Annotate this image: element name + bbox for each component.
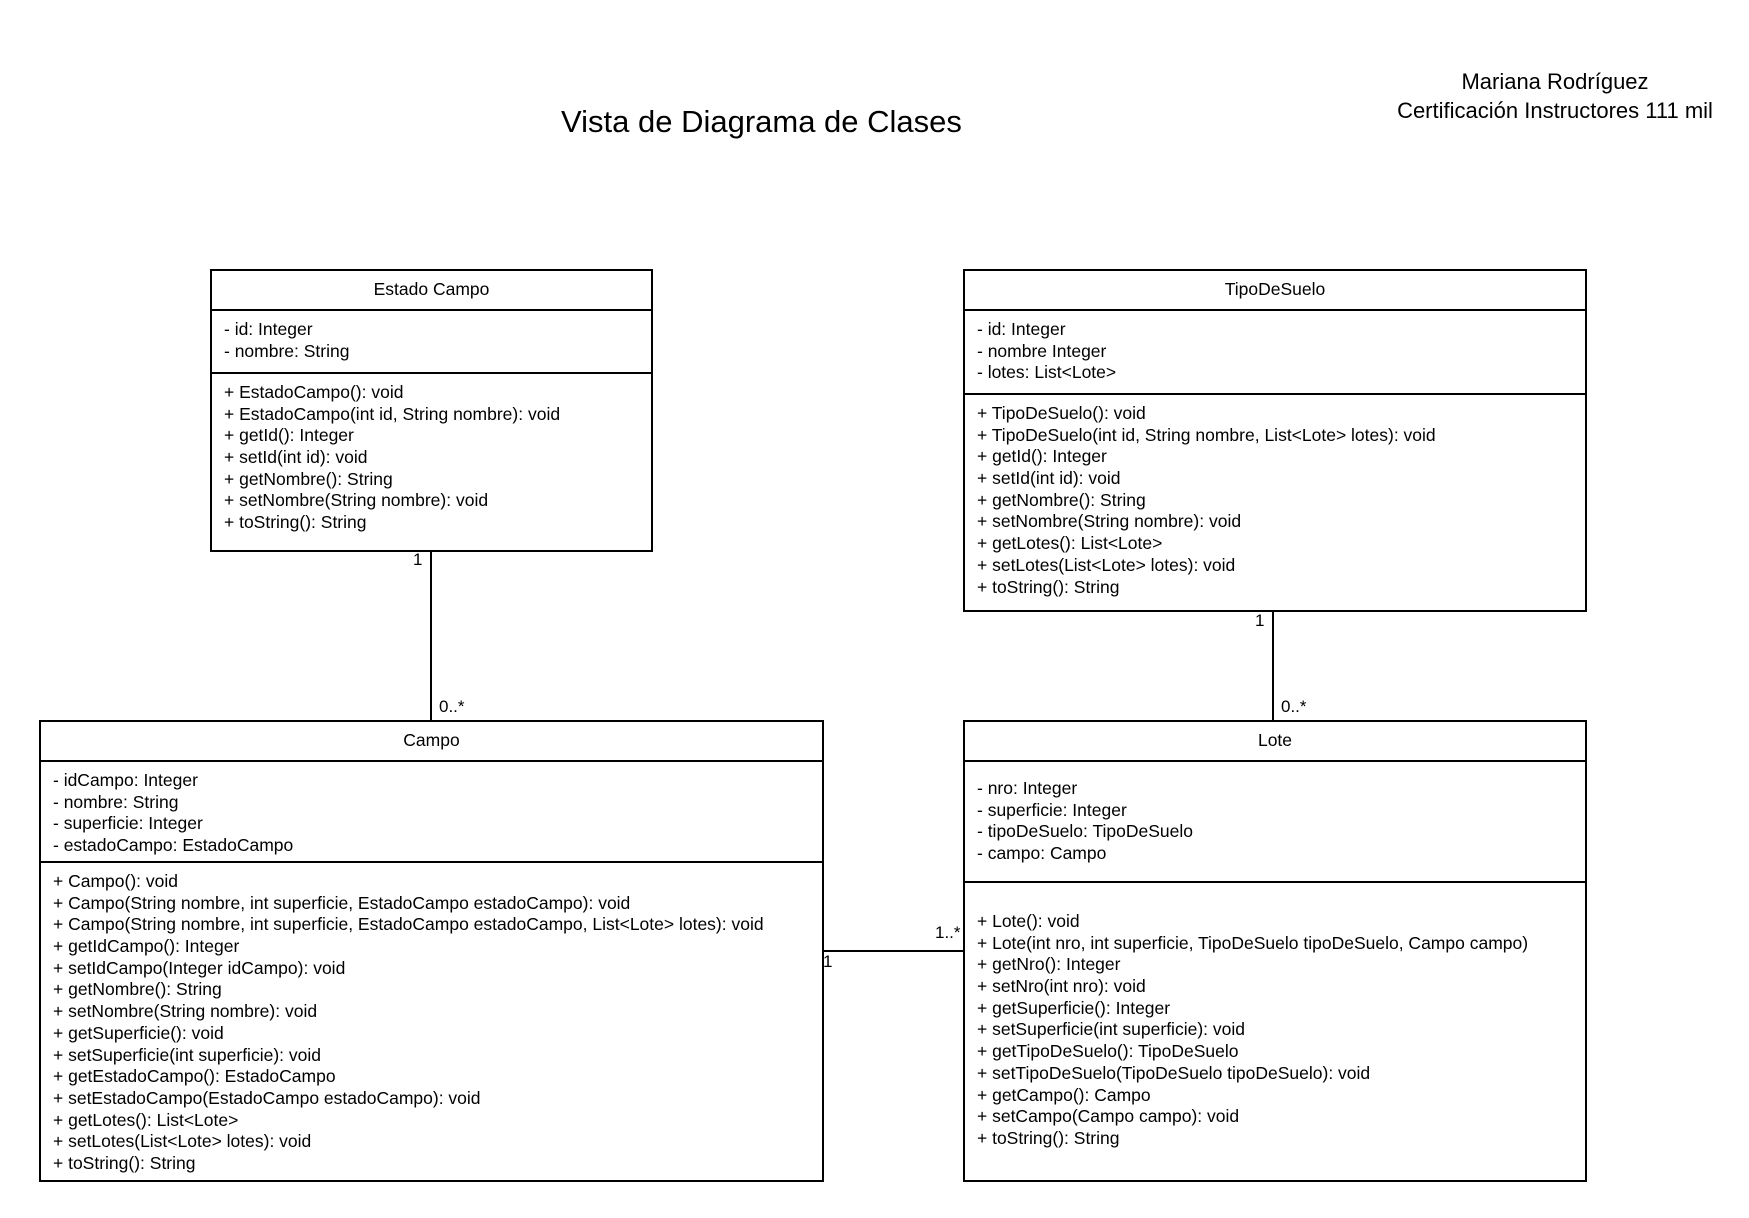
multiplicity-estado-campo-target: 0..* [439, 697, 465, 716]
method: + setNombre(String nombre): void [977, 511, 1242, 532]
diagram-title: Vista de Diagrama de Clases [561, 104, 962, 139]
class-name: TipoDeSuelo [965, 271, 1585, 311]
class-lote[interactable]: Lote - nro: Integer - superficie: Intege… [963, 720, 1587, 1182]
multiplicity-lote-target: 1..* [935, 923, 961, 942]
method: + getNro(): Integer [977, 954, 1121, 975]
method: + TipoDeSuelo(int id, String nombre, Lis… [977, 424, 1436, 445]
method: + setSuperficie(int superficie): void [53, 1044, 321, 1065]
class-campo[interactable]: Campo - idCampo: Integer - nombre: Strin… [39, 720, 824, 1182]
method: + setId(int id): void [224, 447, 368, 468]
attribute: - id: Integer [224, 319, 313, 339]
method: + Lote(int nro, int superficie, TipoDeSu… [977, 932, 1529, 953]
attribute: - nombre: String [224, 340, 350, 361]
method: + getLotes(): List<Lote> [977, 533, 1163, 554]
class-name: Estado Campo [212, 271, 651, 311]
method: + getNombre(): String [224, 468, 393, 489]
multiplicity-estado-campo-source: 1 [413, 550, 423, 569]
attribute: - nro: Integer [977, 778, 1078, 798]
attribute: - estadoCampo: EstadoCampo [53, 835, 294, 856]
method: + setSuperficie(int superficie): void [977, 1019, 1245, 1040]
attribute: - lotes: List<Lote> [977, 362, 1117, 383]
method: + getLotes(): List<Lote> [53, 1109, 239, 1130]
method: + getId(): Integer [224, 425, 354, 446]
method: + toString(): String [977, 1127, 1120, 1148]
method: + setCampo(Campo campo): void [977, 1106, 1240, 1127]
attribute: - campo: Campo [977, 843, 1107, 864]
class-name: Campo [41, 722, 822, 762]
method: + Campo(String nombre, int superficie, E… [53, 892, 631, 913]
method: + setLotes(List<Lote> lotes): void [53, 1131, 312, 1152]
method: + setLotes(List<Lote> lotes): void [977, 554, 1236, 575]
method: + EstadoCampo(int id, String nombre): vo… [224, 403, 561, 424]
attributes-section: - idCampo: Integer - nombre: String - su… [41, 762, 822, 863]
attribute: - id: Integer [977, 319, 1066, 339]
methods-section: + Campo(): void + Campo(String nombre, i… [41, 863, 822, 1175]
author-name: Mariana Rodríguez [1461, 69, 1649, 94]
attribute: - idCampo: Integer [53, 770, 198, 790]
method: + setNombre(String nombre): void [53, 1001, 318, 1022]
method: + getCampo(): Campo [977, 1084, 1151, 1105]
attribute: - nombre Integer [977, 340, 1107, 361]
author-block: Mariana Rodríguez Certificación Instruct… [1380, 67, 1730, 125]
method: + getIdCampo(): Integer [53, 936, 240, 957]
method: + setEstadoCampo(EstadoCampo estadoCampo… [53, 1087, 481, 1108]
attribute: - superficie: Integer [53, 813, 203, 834]
method: + setIdCampo(Integer idCampo): void [53, 957, 346, 978]
attributes-section: - id: Integer - nombre Integer - lotes: … [965, 311, 1585, 395]
method: + toString(): String [53, 1152, 196, 1173]
methods-section: + Lote(): void + Lote(int nro, int super… [965, 883, 1585, 1150]
method: + EstadoCampo(): void [224, 382, 404, 402]
method: + Campo(String nombre, int superficie, E… [53, 914, 764, 935]
attributes-section: - nro: Integer - superficie: Integer - t… [965, 762, 1585, 883]
method: + getNombre(): String [53, 979, 222, 1000]
multiplicity-tipo-de-suelo-target: 0..* [1281, 697, 1307, 716]
method: + toString(): String [224, 512, 367, 533]
method: + getSuperficie(): Integer [977, 997, 1171, 1018]
attribute: - tipoDeSuelo: TipoDeSuelo [977, 821, 1193, 842]
method: + setNombre(String nombre): void [224, 490, 489, 511]
author-course: Certificación Instructores 111 mil [1397, 98, 1713, 123]
class-name: Lote [965, 722, 1585, 762]
class-tipo-de-suelo[interactable]: TipoDeSuelo - id: Integer - nombre Integ… [963, 269, 1587, 612]
method: + setId(int id): void [977, 468, 1121, 489]
methods-section: + EstadoCampo(): void + EstadoCampo(int … [212, 374, 651, 534]
method: + getTipoDeSuelo(): TipoDeSuelo [977, 1041, 1239, 1062]
method: + getId(): Integer [977, 446, 1107, 467]
method: + getSuperficie(): void [53, 1022, 224, 1043]
method: + TipoDeSuelo(): void [977, 403, 1146, 423]
method: + getEstadoCampo(): EstadoCampo [53, 1066, 336, 1087]
method: + setTipoDeSuelo(TipoDeSuelo tipoDeSuelo… [977, 1062, 1371, 1083]
class-estado-campo[interactable]: Estado Campo - id: Integer - nombre: Str… [210, 269, 653, 552]
attribute: - superficie: Integer [977, 799, 1127, 820]
method: + Lote(): void [977, 911, 1080, 931]
multiplicity-tipo-de-suelo-source: 1 [1255, 611, 1265, 630]
method: + getNombre(): String [977, 489, 1146, 510]
multiplicity-campo-source: 1 [823, 952, 833, 971]
method: + Campo(): void [53, 871, 178, 891]
methods-section: + TipoDeSuelo(): void + TipoDeSuelo(int … [965, 395, 1585, 598]
attributes-section: - id: Integer - nombre: String [212, 311, 651, 374]
method: + toString(): String [977, 576, 1120, 597]
method: + setNro(int nro): void [977, 976, 1146, 997]
attribute: - nombre: String [53, 791, 179, 812]
